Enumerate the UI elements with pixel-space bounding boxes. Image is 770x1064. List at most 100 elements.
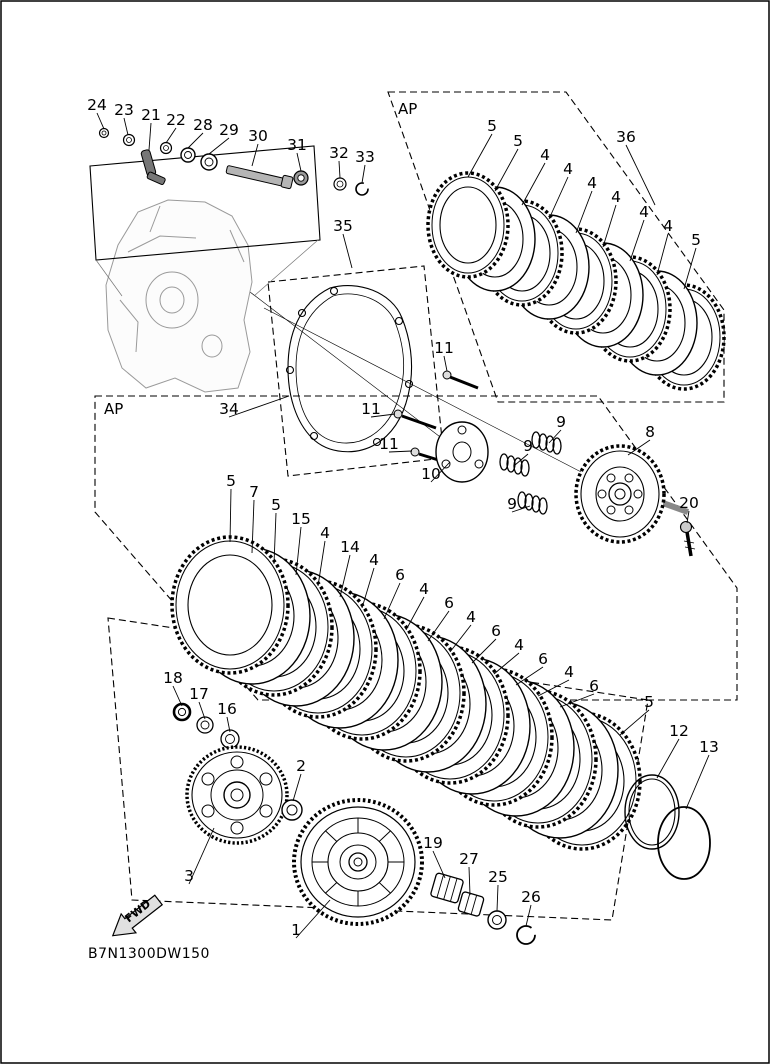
callout-leader-13 xyxy=(685,754,710,810)
clutch-boss-8 xyxy=(574,444,690,544)
callout-number-28: 28 xyxy=(193,116,213,134)
bearing-29 xyxy=(200,153,218,171)
callout-leader-5 xyxy=(494,148,519,192)
callout-leader-6 xyxy=(559,693,595,708)
callout-leader-26 xyxy=(525,904,532,927)
release-lever-21 xyxy=(140,149,166,186)
callout-number-31: 31 xyxy=(287,136,307,154)
callout-number-5: 5 xyxy=(226,472,236,490)
bolt-20 xyxy=(679,520,696,557)
callout-number-4: 4 xyxy=(563,160,573,178)
callout-leader-25 xyxy=(496,884,499,912)
callout-leader-12 xyxy=(656,738,680,779)
callout-leader-30 xyxy=(251,143,259,167)
callout-number-35: 35 xyxy=(333,217,353,235)
callout-number-16: 16 xyxy=(217,700,237,718)
diagram-code: B7N1300DW150 xyxy=(88,946,210,962)
callout-leader-21 xyxy=(148,122,152,151)
callout-number-32: 32 xyxy=(329,144,349,162)
callout-number-22: 22 xyxy=(166,111,186,129)
callout-number-5: 5 xyxy=(271,496,281,514)
callout-number-36: 36 xyxy=(616,128,636,146)
main-clutch-plate-stack-plate-1 xyxy=(170,535,290,675)
callout-number-21: 21 xyxy=(141,106,161,124)
callout-number-4: 4 xyxy=(639,203,649,221)
o-ring-12 xyxy=(624,774,680,850)
callout-leader-22 xyxy=(165,127,177,144)
snap-ring-13 xyxy=(657,806,711,880)
callout-leader-10 xyxy=(430,461,451,483)
callout-number-14: 14 xyxy=(340,538,360,556)
callout-leader-23 xyxy=(123,117,129,136)
callout-number-15: 15 xyxy=(291,510,311,528)
primary-driven-gear-3 xyxy=(185,745,289,845)
callout-number-12: 12 xyxy=(669,722,689,740)
callout-leader-28 xyxy=(187,132,204,149)
callout-leader-4 xyxy=(602,204,617,248)
callout-leader-4 xyxy=(656,233,669,276)
callout-leader-18 xyxy=(172,685,183,707)
callout-leader-8 xyxy=(627,439,651,456)
callout-number-9: 9 xyxy=(556,413,566,431)
lever-box xyxy=(89,145,321,297)
callout-number-2: 2 xyxy=(296,757,306,775)
callout-leader-3 xyxy=(188,827,215,885)
callout-number-33: 33 xyxy=(355,148,375,166)
callout-number-1: 1 xyxy=(291,921,301,939)
callout-leader-15 xyxy=(295,526,302,576)
washer-24 xyxy=(98,127,110,139)
callout-leader-6 xyxy=(383,582,401,620)
nut-31 xyxy=(293,170,309,186)
callout-number-4: 4 xyxy=(564,663,574,681)
callout-number-5: 5 xyxy=(487,117,497,135)
callout-leader-24 xyxy=(96,112,105,130)
callout-number-8: 8 xyxy=(645,423,655,441)
callout-leader-4 xyxy=(521,162,546,206)
callout-number-23: 23 xyxy=(114,101,134,119)
callout-leader-5 xyxy=(619,709,650,736)
callout-number-7: 7 xyxy=(249,483,259,501)
callout-leader-9 xyxy=(514,453,529,466)
callout-leader-20 xyxy=(686,510,690,524)
callout-leader-5 xyxy=(273,512,277,565)
callout-leader-5 xyxy=(467,133,493,178)
callout-leader-4 xyxy=(449,624,472,653)
region-label-ap-top: AP xyxy=(398,100,417,118)
callout-leader-7 xyxy=(251,499,255,554)
clutch-cover-gasket xyxy=(285,285,414,453)
washer-23 xyxy=(122,133,136,147)
callout-leader-11 xyxy=(388,450,413,453)
callout-number-18: 18 xyxy=(163,669,183,687)
snap-ring-33 xyxy=(355,182,369,196)
clutch-plate-stacks xyxy=(170,171,726,851)
callout-leader-1 xyxy=(295,899,331,939)
callout-leader-19 xyxy=(432,850,446,879)
ap-box-plates-main xyxy=(94,395,738,701)
callout-leader-4 xyxy=(405,596,425,631)
engine-case-sketch xyxy=(105,199,253,393)
callout-leader-4 xyxy=(537,679,570,697)
callout-number-24: 24 xyxy=(87,96,107,114)
callout-number-4: 4 xyxy=(369,551,379,569)
callout-number-4: 4 xyxy=(540,146,550,164)
callout-number-6: 6 xyxy=(589,677,599,695)
callout-number-5: 5 xyxy=(513,132,523,150)
callout-leader-9 xyxy=(548,429,562,444)
callout-number-6: 6 xyxy=(538,650,548,668)
callout-leader-16 xyxy=(226,716,231,733)
callout-leader-5 xyxy=(229,488,232,543)
callout-leader-5 xyxy=(683,247,697,290)
callout-leader-35 xyxy=(342,233,353,269)
callout-number-11: 11 xyxy=(434,339,454,357)
snap-ring-26 xyxy=(516,925,536,945)
thrust-washer-2 xyxy=(281,799,303,821)
lock-washer-17 xyxy=(196,716,214,734)
callout-leader-9 xyxy=(511,505,531,513)
callout-leader-32 xyxy=(338,160,341,179)
callout-number-4: 4 xyxy=(320,524,330,542)
collar-27 xyxy=(457,891,485,917)
callout-number-4: 4 xyxy=(663,217,673,235)
